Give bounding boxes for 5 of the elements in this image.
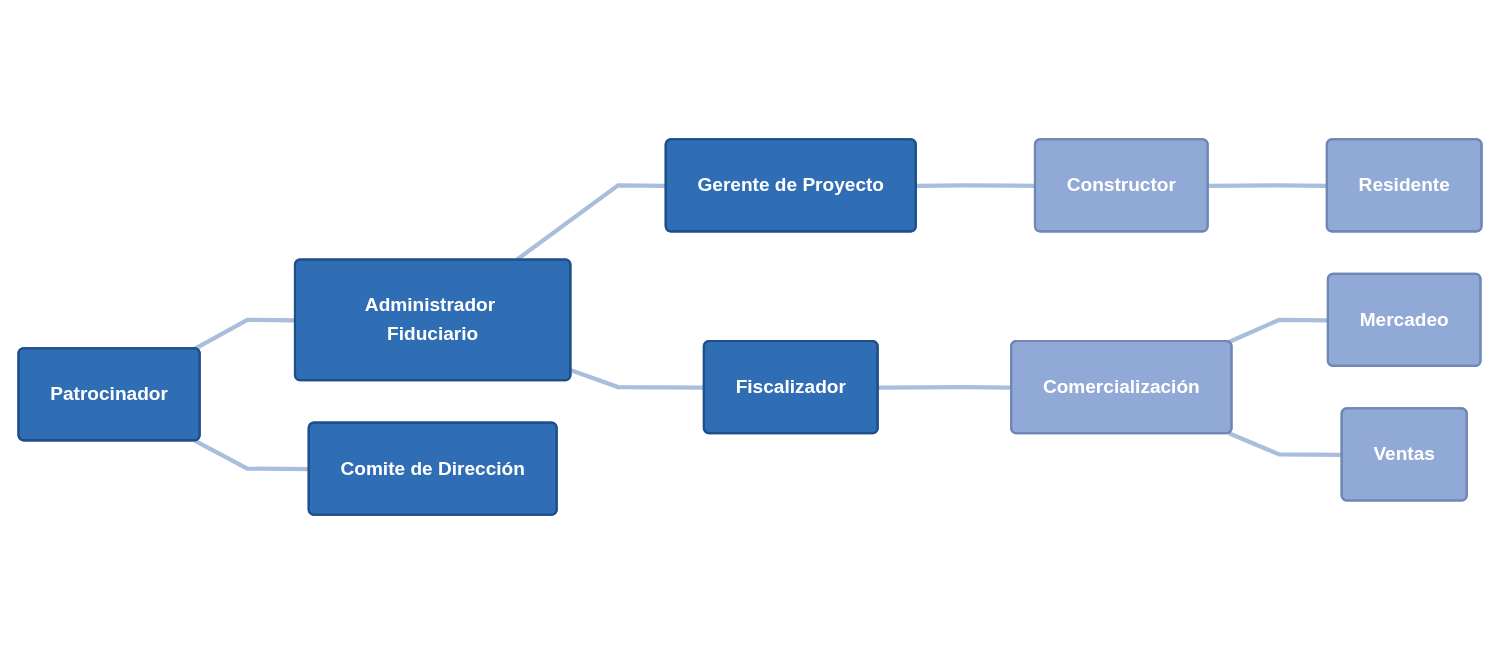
connector bbox=[1227, 431, 1342, 458]
connector bbox=[569, 368, 704, 390]
connector bbox=[193, 439, 309, 472]
connector bbox=[1207, 183, 1327, 188]
connector bbox=[1227, 317, 1328, 344]
